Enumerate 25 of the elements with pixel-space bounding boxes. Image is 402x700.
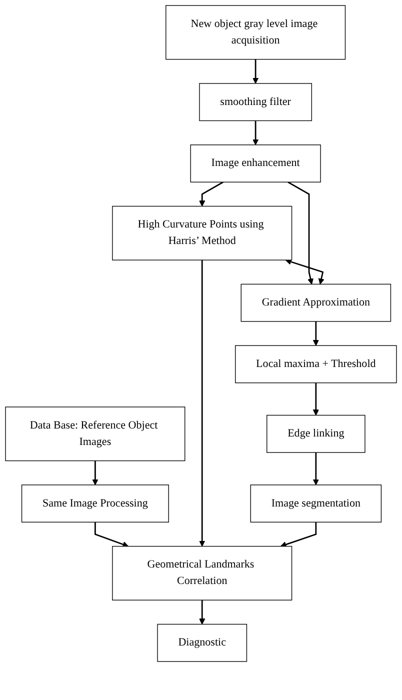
arrow bbox=[288, 182, 314, 284]
node-box: Same Image Processing bbox=[21, 484, 169, 522]
arrow bbox=[199, 600, 206, 625]
arrow bbox=[252, 120, 259, 146]
arrow bbox=[285, 258, 324, 284]
arrow bbox=[199, 182, 224, 207]
node-box: smoothing filter bbox=[199, 83, 312, 122]
node-box: Edge linking bbox=[266, 414, 366, 453]
arrow bbox=[92, 460, 98, 486]
arrow bbox=[94, 522, 129, 548]
node-box: Data Base: Reference Object Images bbox=[5, 406, 186, 462]
arrow bbox=[312, 382, 319, 416]
node-box: High Curvature Points using Harris’ Method bbox=[112, 206, 292, 260]
node-box: Gradient Approximation bbox=[240, 284, 392, 322]
node-box: Geometrical Landmarks Correlation bbox=[112, 546, 292, 600]
node-box: New object gray level image acquisition bbox=[166, 5, 346, 60]
node-box: Image enhancement bbox=[190, 144, 321, 182]
node-box: Image segmentation bbox=[250, 484, 382, 522]
arrow bbox=[312, 452, 319, 486]
arrow bbox=[252, 59, 259, 84]
arrow bbox=[280, 522, 317, 548]
node-box: Diagnostic bbox=[157, 624, 248, 662]
node-box: Local maxima + Threshold bbox=[235, 345, 397, 384]
arrow bbox=[199, 260, 206, 547]
arrow bbox=[312, 321, 319, 346]
